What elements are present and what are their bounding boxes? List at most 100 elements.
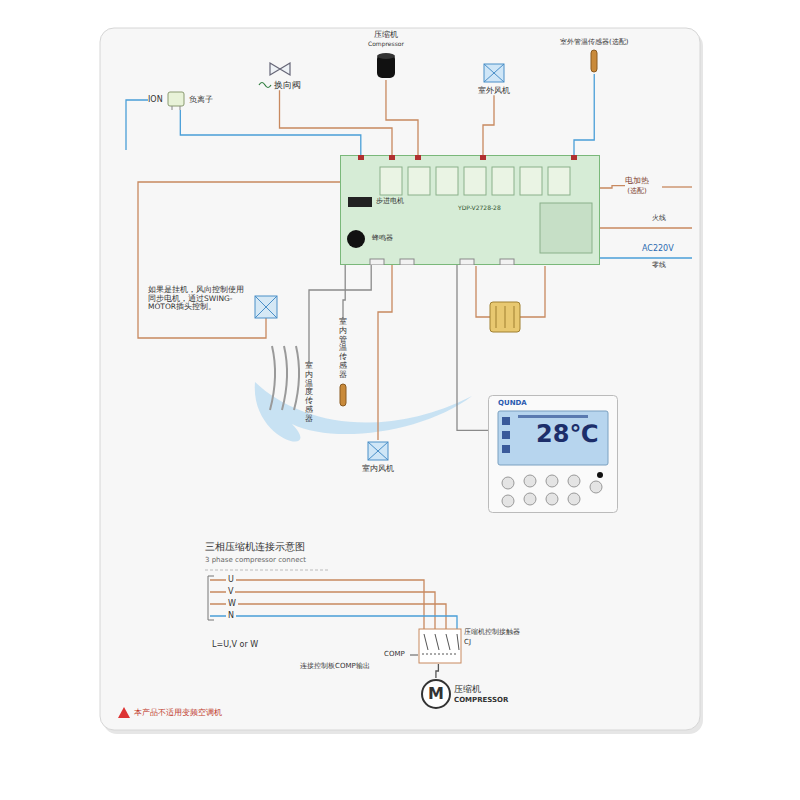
louver-vane — [282, 346, 287, 410]
wire-connector — [574, 74, 594, 155]
transformer-wire — [520, 266, 545, 317]
part-label: 步进电机 — [376, 197, 404, 205]
fan-symbol — [368, 442, 388, 460]
wire-label: 零线 — [652, 261, 666, 269]
transformer-core — [490, 302, 520, 332]
component-label: 室外风机 — [478, 86, 510, 95]
control-board: YDP-V2728-28 — [340, 155, 600, 265]
text-group: 换向阀 — [258, 80, 301, 90]
comp-icon — [373, 50, 399, 80]
ground-wire — [126, 100, 148, 150]
phase-bracket — [208, 576, 214, 620]
fan-symbol — [368, 442, 388, 460]
valve-symbol — [270, 63, 290, 75]
board-part — [341, 156, 600, 265]
phase-label: V — [226, 587, 235, 596]
signal-note: 连接控制板COMP输出 — [300, 662, 370, 670]
model-text: YDP-V2728-28 — [458, 205, 501, 212]
component-label: 室外管温传感器(选配) — [560, 38, 628, 46]
ctrl-part — [502, 495, 514, 507]
ctrl-part — [568, 475, 580, 487]
component-label: CJ — [464, 638, 471, 646]
contactor-symbol — [422, 654, 458, 655]
wire-connector — [436, 664, 438, 678]
probe-icon — [338, 382, 348, 408]
title-rule — [205, 570, 330, 571]
ion-symbol — [165, 90, 187, 110]
live-wire — [600, 227, 692, 228]
ctrl-part — [597, 472, 603, 478]
comp-symbol — [373, 50, 399, 80]
component-label: 压缩机 — [374, 30, 398, 39]
wire-connector — [600, 186, 625, 188]
ctrl-part — [524, 475, 536, 487]
board-part — [370, 259, 384, 265]
component-label: 室内温度传感器 — [305, 362, 313, 424]
wired-controller: QUNDA28℃ — [488, 395, 618, 513]
fan-icon — [366, 440, 390, 462]
contactor-icon — [418, 628, 462, 664]
component-label: 室内风机 — [362, 464, 394, 473]
comp-coil-wire — [410, 655, 418, 656]
symbol-letter-box: M — [420, 678, 452, 710]
swing-motor-body — [255, 296, 277, 318]
board-part — [358, 155, 364, 160]
ctrl-part — [502, 431, 510, 439]
warning-triangle — [118, 707, 130, 718]
indoor-pipe-sensor: 室内管温传感器 — [338, 318, 348, 408]
component-label: (选配) — [627, 187, 646, 195]
ctrl-part — [518, 415, 588, 418]
wire-label: 火线 — [652, 214, 666, 222]
neutral-wire — [600, 257, 692, 258]
outdoor-pipe-sensor: 室外管温传感器(选配) — [560, 38, 628, 74]
fan-symbol — [482, 62, 506, 84]
board-part — [380, 167, 402, 195]
compressor-symbol: 压缩机Compressor — [368, 30, 404, 80]
fan-symbol — [484, 64, 504, 82]
wire-connector — [457, 265, 488, 430]
section-heading: 三相压缩机连接示意图 — [205, 541, 305, 553]
ctrl-part — [546, 493, 558, 505]
voltage-label: AC220V — [642, 244, 674, 253]
fan-symbol — [484, 64, 504, 82]
contactor-symbol — [424, 634, 459, 650]
louver-vane — [270, 346, 275, 410]
board-part — [548, 167, 570, 195]
transformer-coil — [496, 306, 514, 328]
text-group: 压缩机COMPRESSOR — [454, 684, 508, 704]
board-part — [500, 259, 514, 265]
compressor-contactor: 压缩机控制接触器CJ — [418, 628, 520, 664]
valve-icon — [267, 60, 293, 78]
ion-symbol — [168, 92, 184, 106]
ctrl-part — [489, 396, 618, 513]
probe-symbol — [591, 50, 597, 72]
board-part — [400, 259, 414, 265]
probe-symbol — [340, 384, 346, 406]
wave-icon — [258, 80, 272, 90]
electric-heater: 电加热(选配) — [625, 176, 649, 195]
board-part — [520, 167, 542, 195]
phase-label: W — [226, 599, 238, 608]
note-text: 如果是挂机，风向控制使用同步电机，通过SWING-MOTOR插头控制。 — [148, 286, 244, 312]
component-label: 负离子 — [189, 95, 213, 104]
motor-symbol-wrap: M — [420, 678, 452, 710]
transformer-symbol — [476, 266, 545, 332]
board-part — [480, 155, 486, 160]
ion-symbol — [179, 106, 180, 110]
board-part — [347, 230, 365, 248]
ctrl-part — [568, 493, 580, 505]
fan-symbol — [366, 440, 390, 462]
ctrl-part — [546, 475, 558, 487]
wire-connector — [483, 95, 494, 155]
phase-v-wire — [210, 592, 435, 629]
component-label: 换向阀 — [274, 80, 301, 90]
board-part — [460, 259, 474, 265]
section-subheading: 3 phase compressor connect — [205, 556, 306, 564]
wire-connector — [280, 90, 393, 155]
board-part — [464, 167, 486, 195]
probe-symbol — [338, 382, 348, 408]
board-part — [571, 155, 577, 160]
